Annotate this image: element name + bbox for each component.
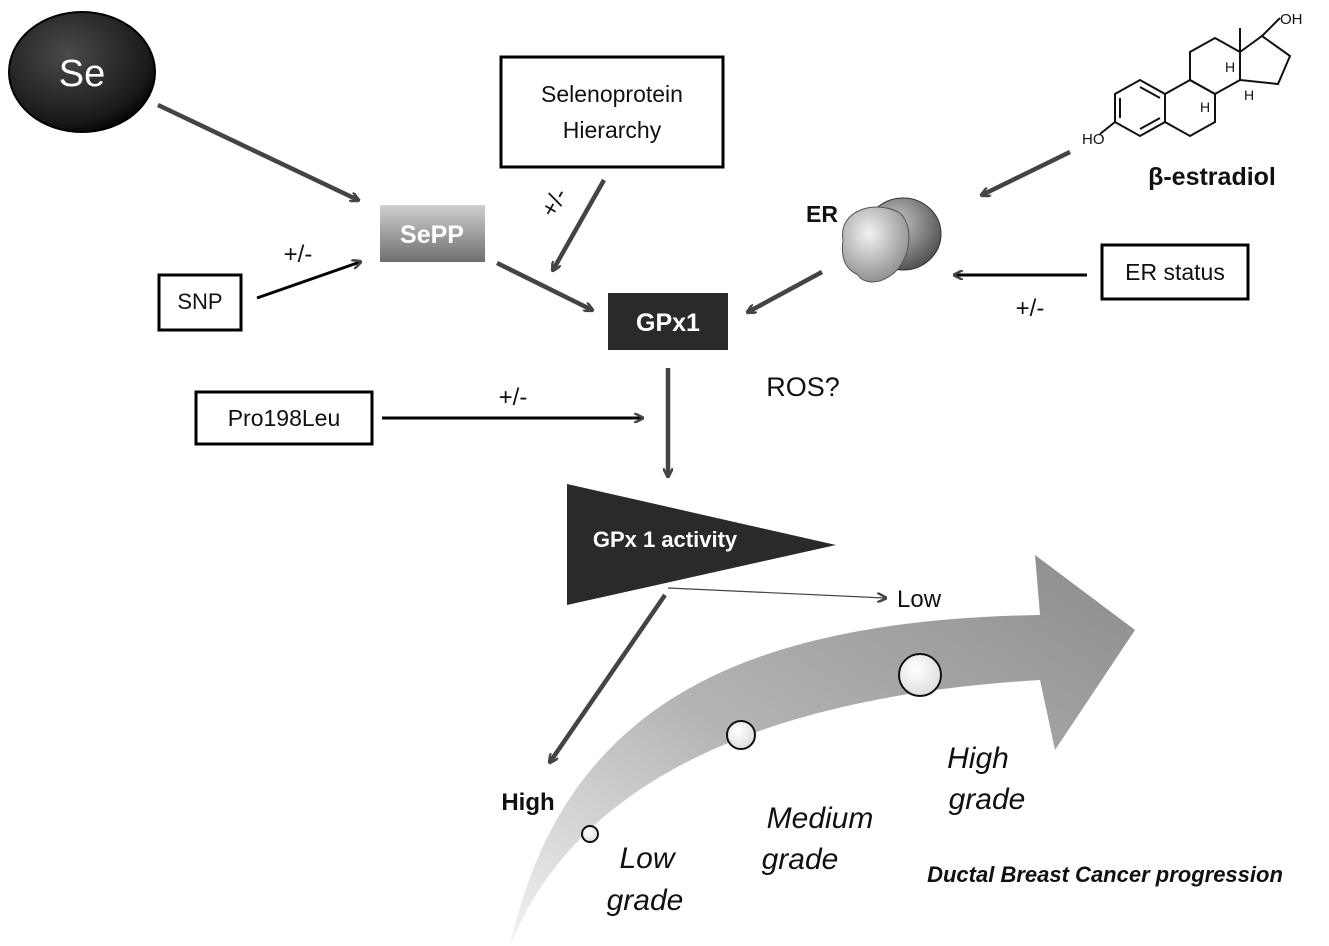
medium-grade-label-2: grade: [762, 843, 839, 876]
medium-grade-label-1: Medium: [767, 802, 874, 835]
high-grade-label-2: grade: [949, 783, 1026, 816]
snp-box: [157, 273, 243, 332]
estradiol-oh-top: OH: [1280, 11, 1303, 28]
estradiol-h2: H: [1200, 99, 1210, 115]
estradiol-structure-icon: [1099, 17, 1292, 138]
gpx1-node: [608, 293, 728, 350]
arrow-activity-to-high: [550, 593, 667, 762]
arrow-se-to-sepp: [157, 102, 358, 200]
estradiol-ho-left: HO: [1082, 131, 1105, 148]
gpx1-label: GPx1: [636, 309, 700, 337]
low-activity-label: Low: [897, 586, 942, 613]
low-grade-label-2: grade: [607, 884, 684, 917]
estradiol-h1: H: [1225, 59, 1235, 75]
ros-label: ROS?: [766, 372, 840, 402]
arrow-sepp-to-gpx1: [496, 260, 592, 310]
arrow-estradiol-to-er: [982, 149, 1071, 195]
low-grade-label-1: Low: [619, 842, 676, 875]
pro198leu-label: Pro198Leu: [228, 405, 341, 431]
modifier-pro198leu: +/-: [499, 384, 528, 411]
arrow-hierarchy-to-gpx1: [553, 178, 606, 270]
high-grade-marker: [898, 653, 942, 697]
high-grade-label-1: High: [947, 742, 1009, 775]
estradiol-label: β-estradiol: [1148, 163, 1276, 191]
arrow-er-to-gpx1: [748, 270, 824, 312]
gpx1-activity-label: GPx 1 activity: [593, 527, 738, 552]
low-grade-marker: [581, 825, 599, 843]
estrogen-receptor-icon: [841, 197, 942, 283]
selenium-label: Se: [59, 53, 105, 95]
selenium-node: [8, 11, 156, 133]
estradiol-h3: H: [1244, 87, 1254, 103]
pro198leu-box: [194, 390, 374, 446]
selenoprotein-label-2: Hierarchy: [563, 117, 662, 143]
modifier-snp-sepp: +/-: [284, 241, 313, 268]
selenoprotein-label-1: Selenoprotein: [541, 81, 683, 107]
modifier-hierarchy-gpx1: +/-: [536, 184, 574, 222]
modifier-er-status: +/-: [1016, 295, 1045, 322]
er-status-label: ER status: [1125, 259, 1225, 285]
er-status-box: [1100, 243, 1250, 301]
arrow-snp-to-sepp: [256, 262, 360, 300]
high-activity-label: High: [501, 789, 554, 816]
gpx1-activity-wedge: [567, 484, 836, 605]
snp-label: SNP: [177, 289, 222, 314]
selenoprotein-hierarchy-box: [499, 55, 725, 169]
medium-grade-marker: [726, 720, 756, 750]
sepp-label: SePP: [400, 221, 464, 249]
progression-label: Ductal Breast Cancer progression: [927, 862, 1283, 887]
sepp-node: [380, 205, 485, 262]
er-label: ER: [806, 201, 838, 227]
arrow-activity-to-low: [667, 587, 885, 598]
progression-arrow: [510, 555, 1135, 946]
